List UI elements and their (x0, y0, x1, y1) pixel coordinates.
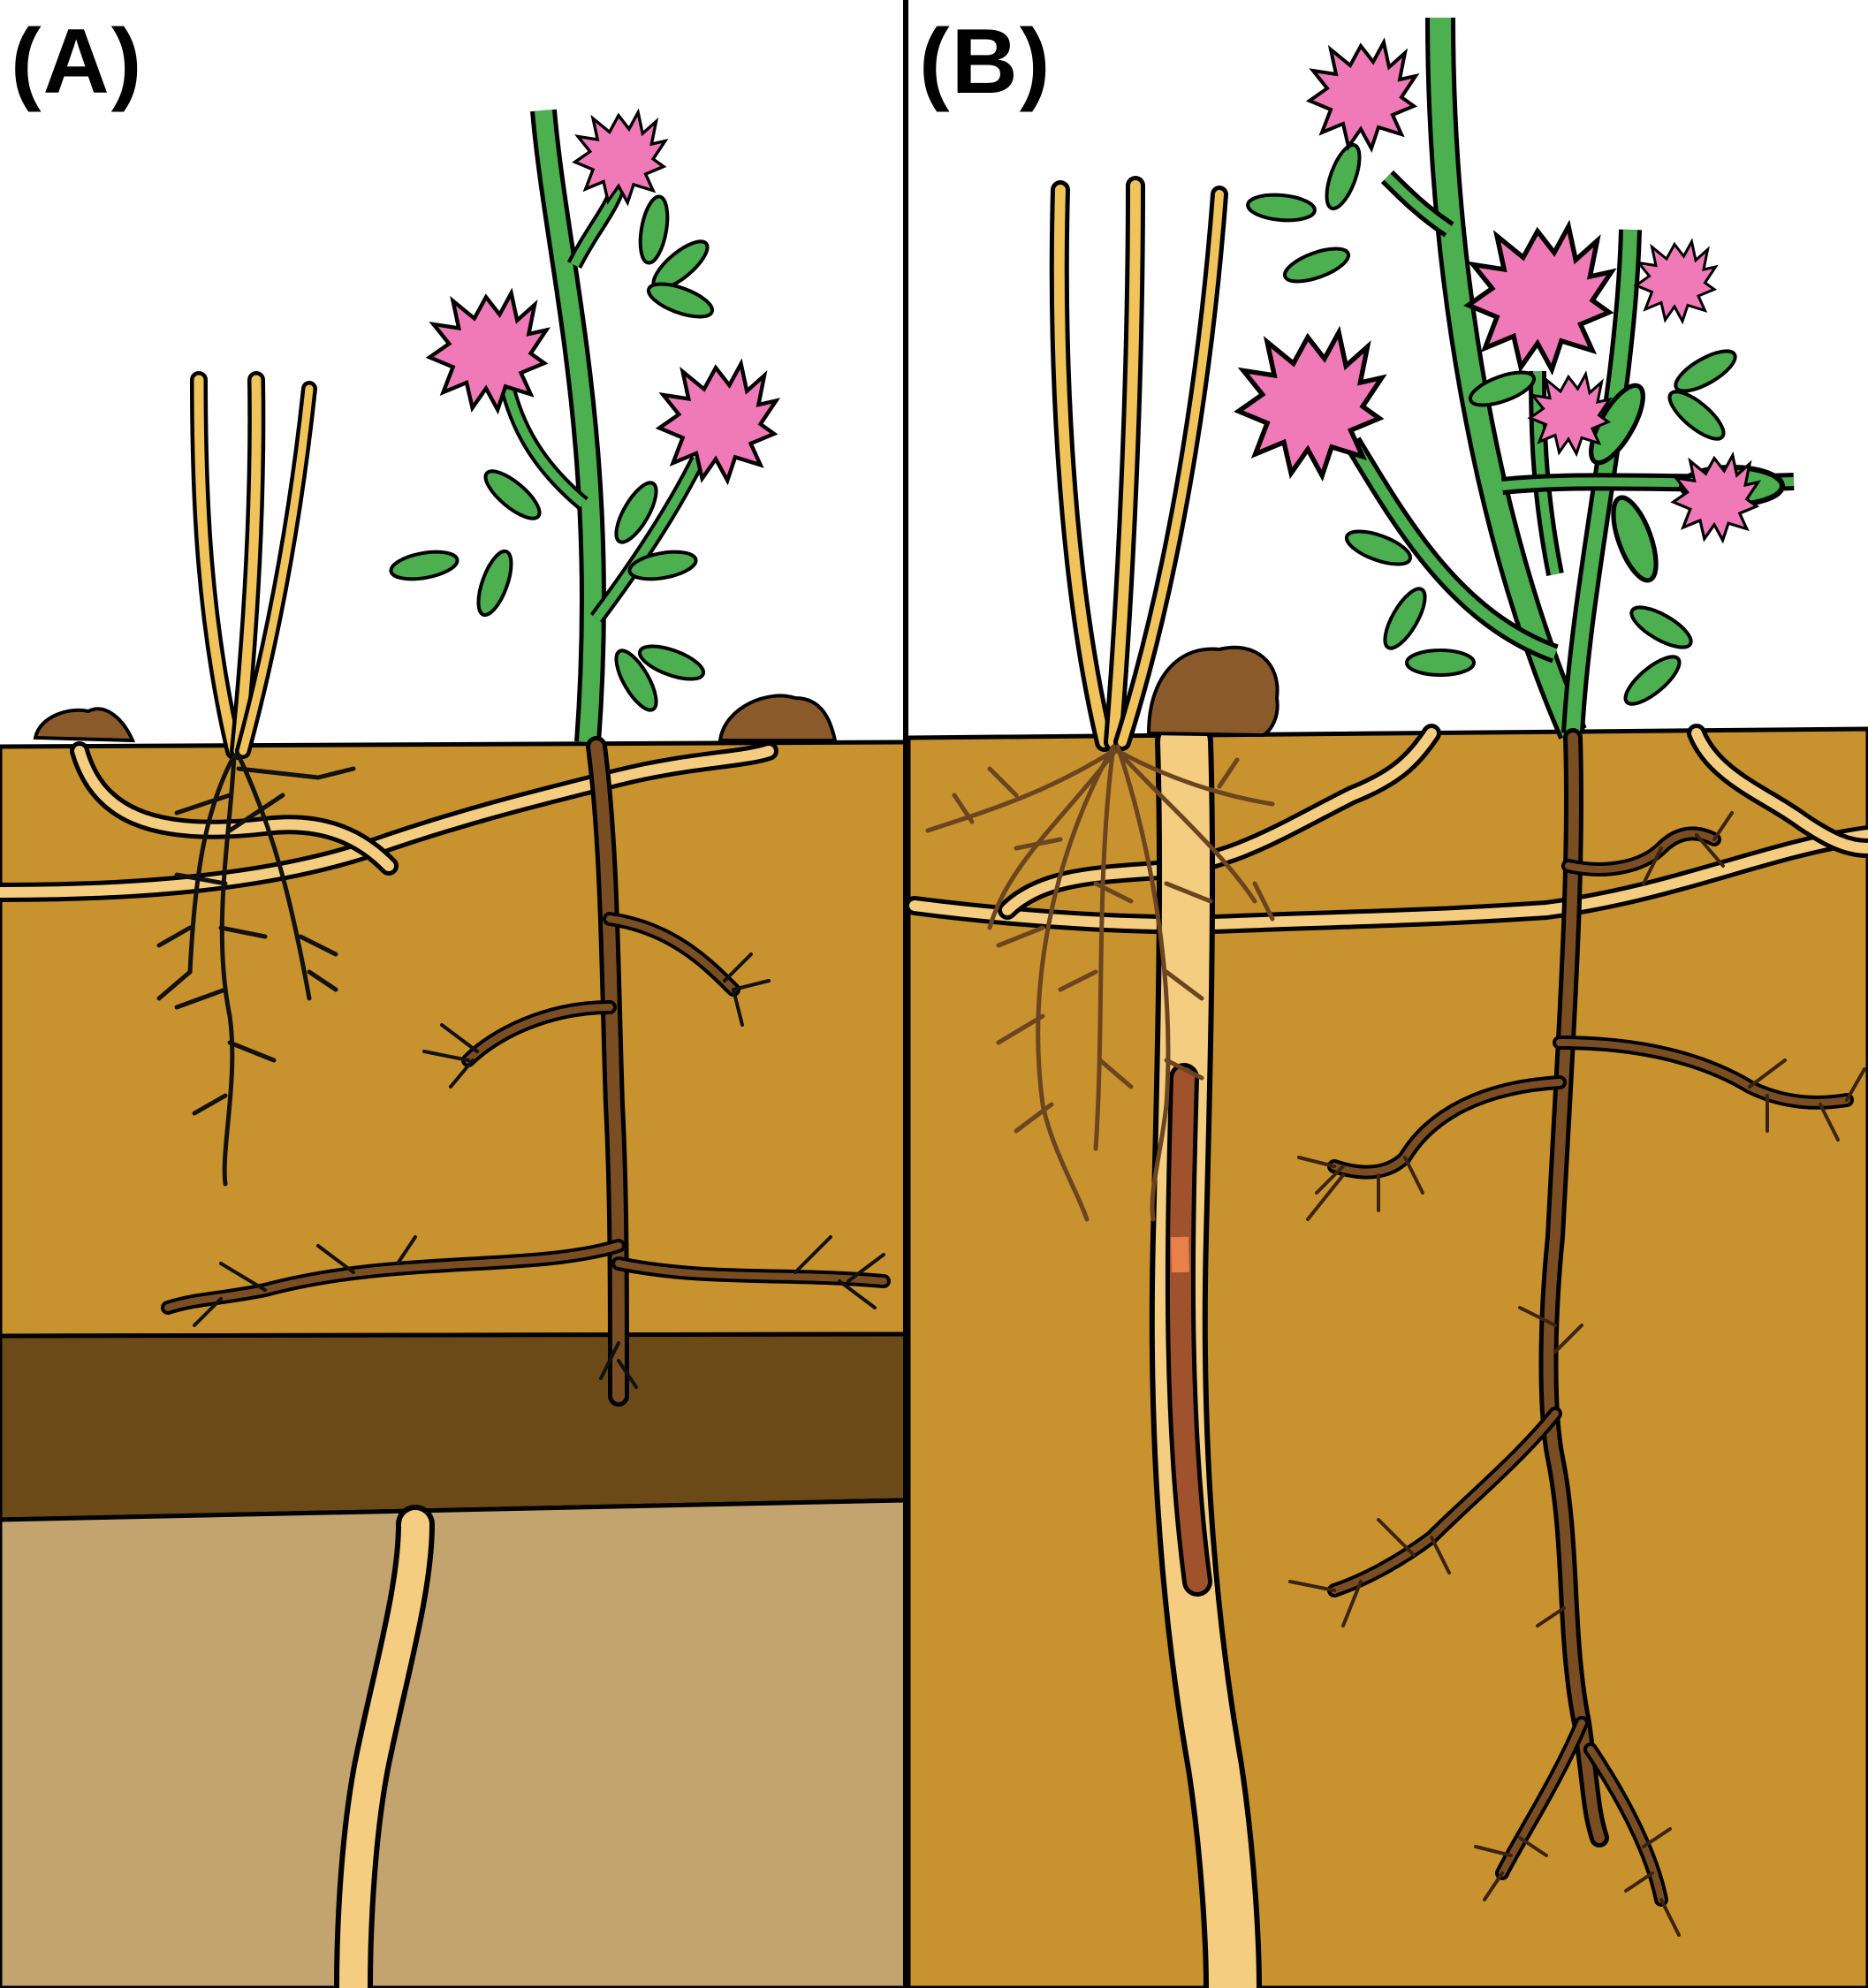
clover-plant-icon (1239, 17, 1795, 740)
grass-roots-b (925, 744, 1275, 1222)
panel-label-b: (B) (919, 11, 1052, 113)
compacted-layer (0, 1332, 908, 1522)
earthworm-icon (1165, 1063, 1212, 1597)
panel-label-a: (A) (11, 11, 144, 113)
clover-roots-a (161, 736, 891, 1407)
subsoil-a (0, 1498, 908, 1988)
grass-stubble-icon (1049, 176, 1228, 752)
earthworm-cast-icon (1146, 645, 1280, 738)
panel-b (905, 0, 1868, 1988)
clover-roots-b (1288, 728, 1866, 1937)
clover-plant-icon (387, 109, 776, 744)
earthworm-cast-icon (718, 694, 838, 742)
panel-a (0, 0, 908, 1988)
macropores-a (0, 741, 778, 1988)
earthworm-cast-icon (33, 707, 136, 743)
grass-roots-a (156, 753, 356, 1187)
grass-stubble-icon (190, 371, 317, 760)
